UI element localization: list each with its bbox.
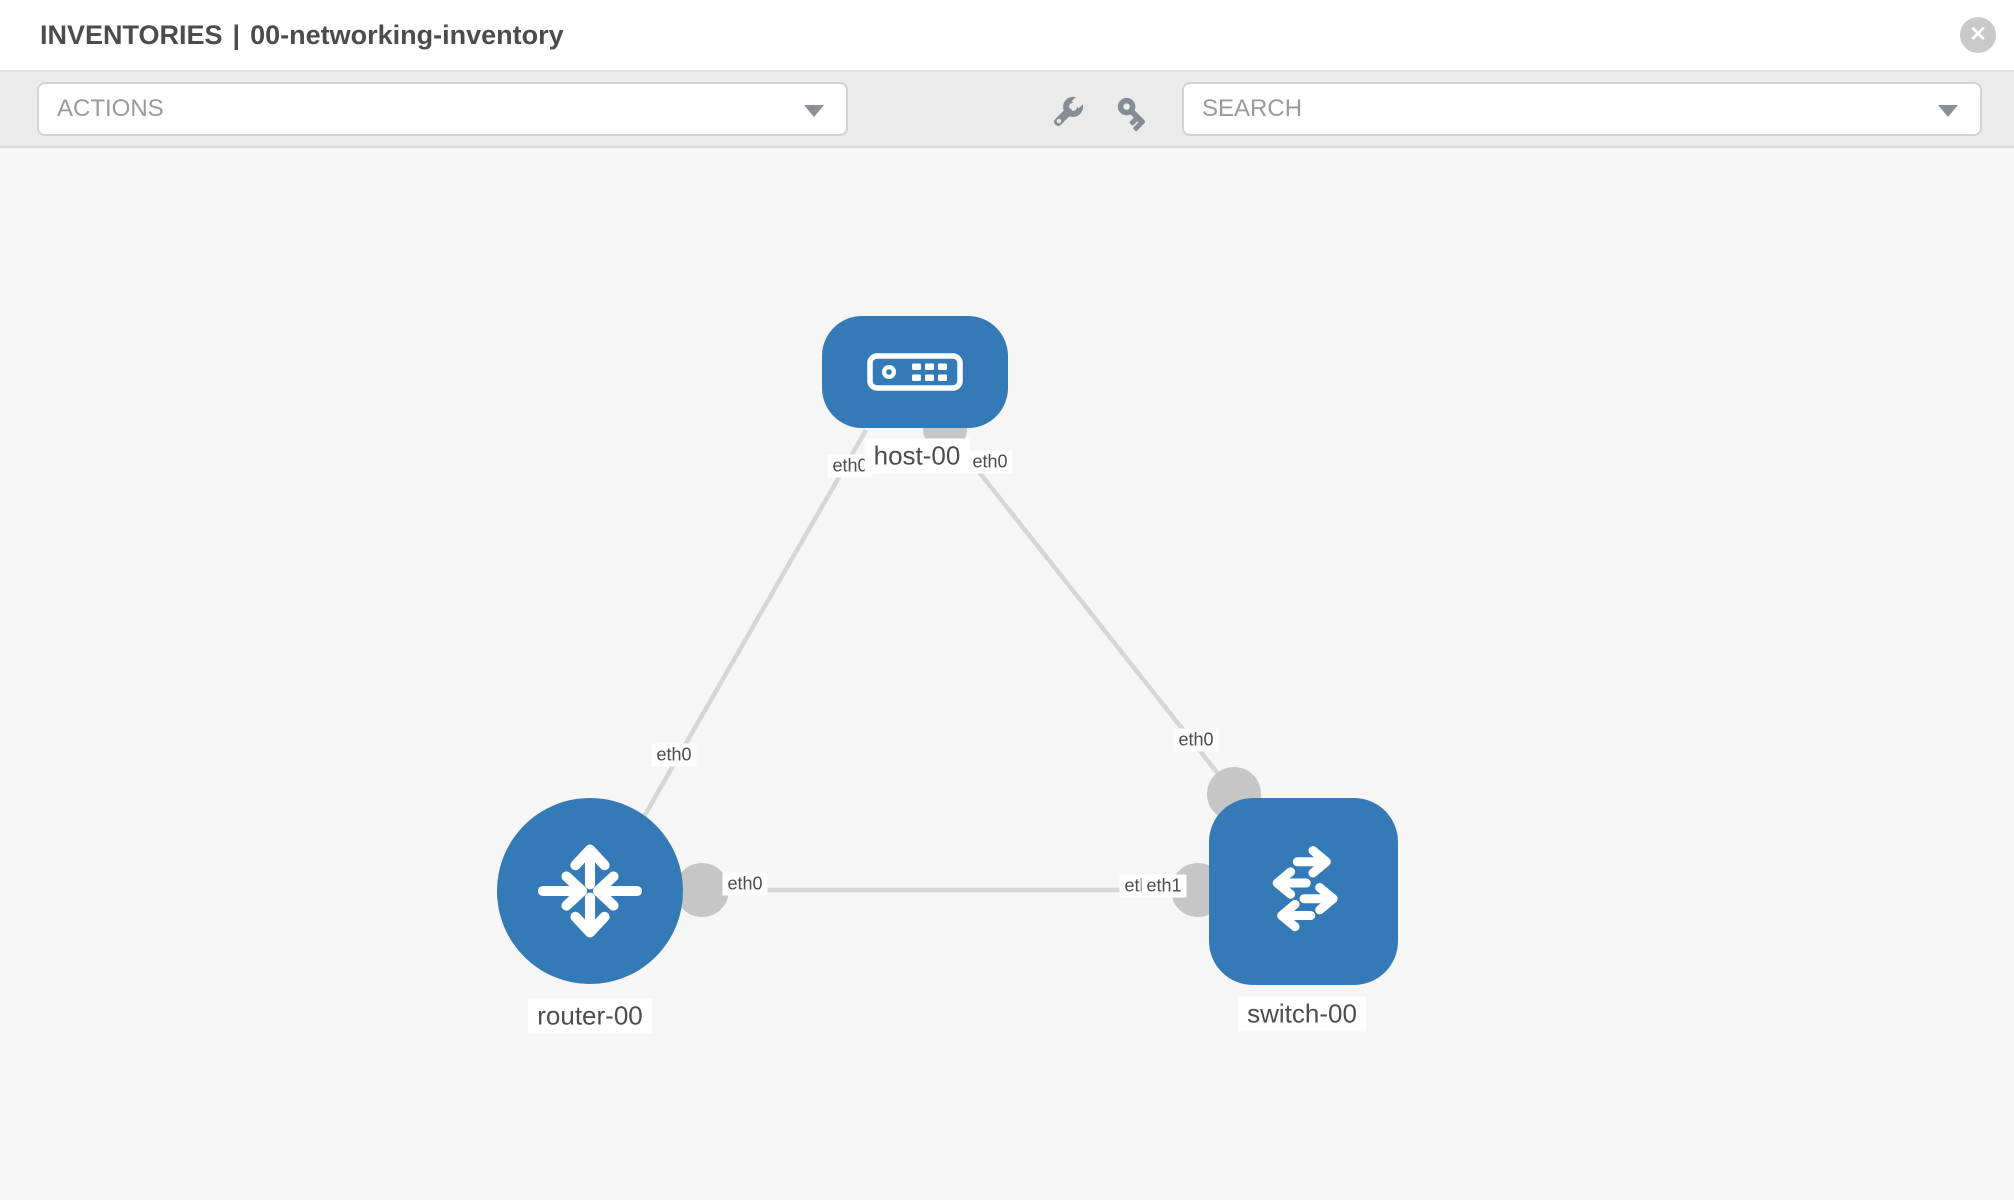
node-label-router-00: router-00 [528, 998, 652, 1034]
iface-label: eth0 [827, 454, 873, 478]
iface-label: eth0 [722, 872, 768, 896]
node-switch-00[interactable] [1209, 798, 1398, 985]
topology-links-layer [598, 407, 1261, 917]
caret-down-icon [804, 105, 824, 117]
toolbar: ACTIONS [0, 72, 2014, 148]
wrench-icon[interactable] [1046, 94, 1086, 134]
switch-icon [1272, 845, 1338, 931]
node-label-host-00: host-00 [864, 438, 970, 474]
close-icon[interactable]: ✕ [1960, 17, 1996, 53]
iface-label: eth0 [1173, 728, 1219, 752]
page-title-separator: | [232, 20, 241, 50]
page-title-section: INVENTORIES [40, 20, 223, 50]
iface-label: eth1 [1141, 874, 1187, 898]
node-host-00[interactable] [822, 316, 1008, 428]
search-dropdown[interactable]: SEARCH [1182, 82, 1982, 136]
header-bar: INVENTORIES | 00-networking-inventory ✕ [0, 0, 2014, 72]
key-icon[interactable] [1114, 94, 1154, 134]
actions-dropdown[interactable]: ACTIONS [37, 82, 848, 136]
page-title-inventory-name: 00-networking-inventory [250, 20, 564, 50]
node-router-00[interactable] [497, 798, 683, 984]
iface-label: eth0 [651, 743, 697, 767]
host-icon [867, 353, 963, 391]
actions-dropdown-label: ACTIONS [57, 95, 164, 122]
node-label-switch-00: switch-00 [1238, 996, 1366, 1032]
router-icon [537, 844, 643, 938]
topology-canvas[interactable]: eth0 eth0 eth0 eth0 eth0 eth0 eth1 host-… [0, 148, 2014, 1200]
page-title: INVENTORIES | 00-networking-inventory [40, 0, 564, 70]
interface-connector-router [675, 863, 729, 917]
caret-down-icon [1938, 105, 1958, 117]
iface-label: eth0 [967, 450, 1013, 474]
search-dropdown-label: SEARCH [1202, 95, 1303, 122]
